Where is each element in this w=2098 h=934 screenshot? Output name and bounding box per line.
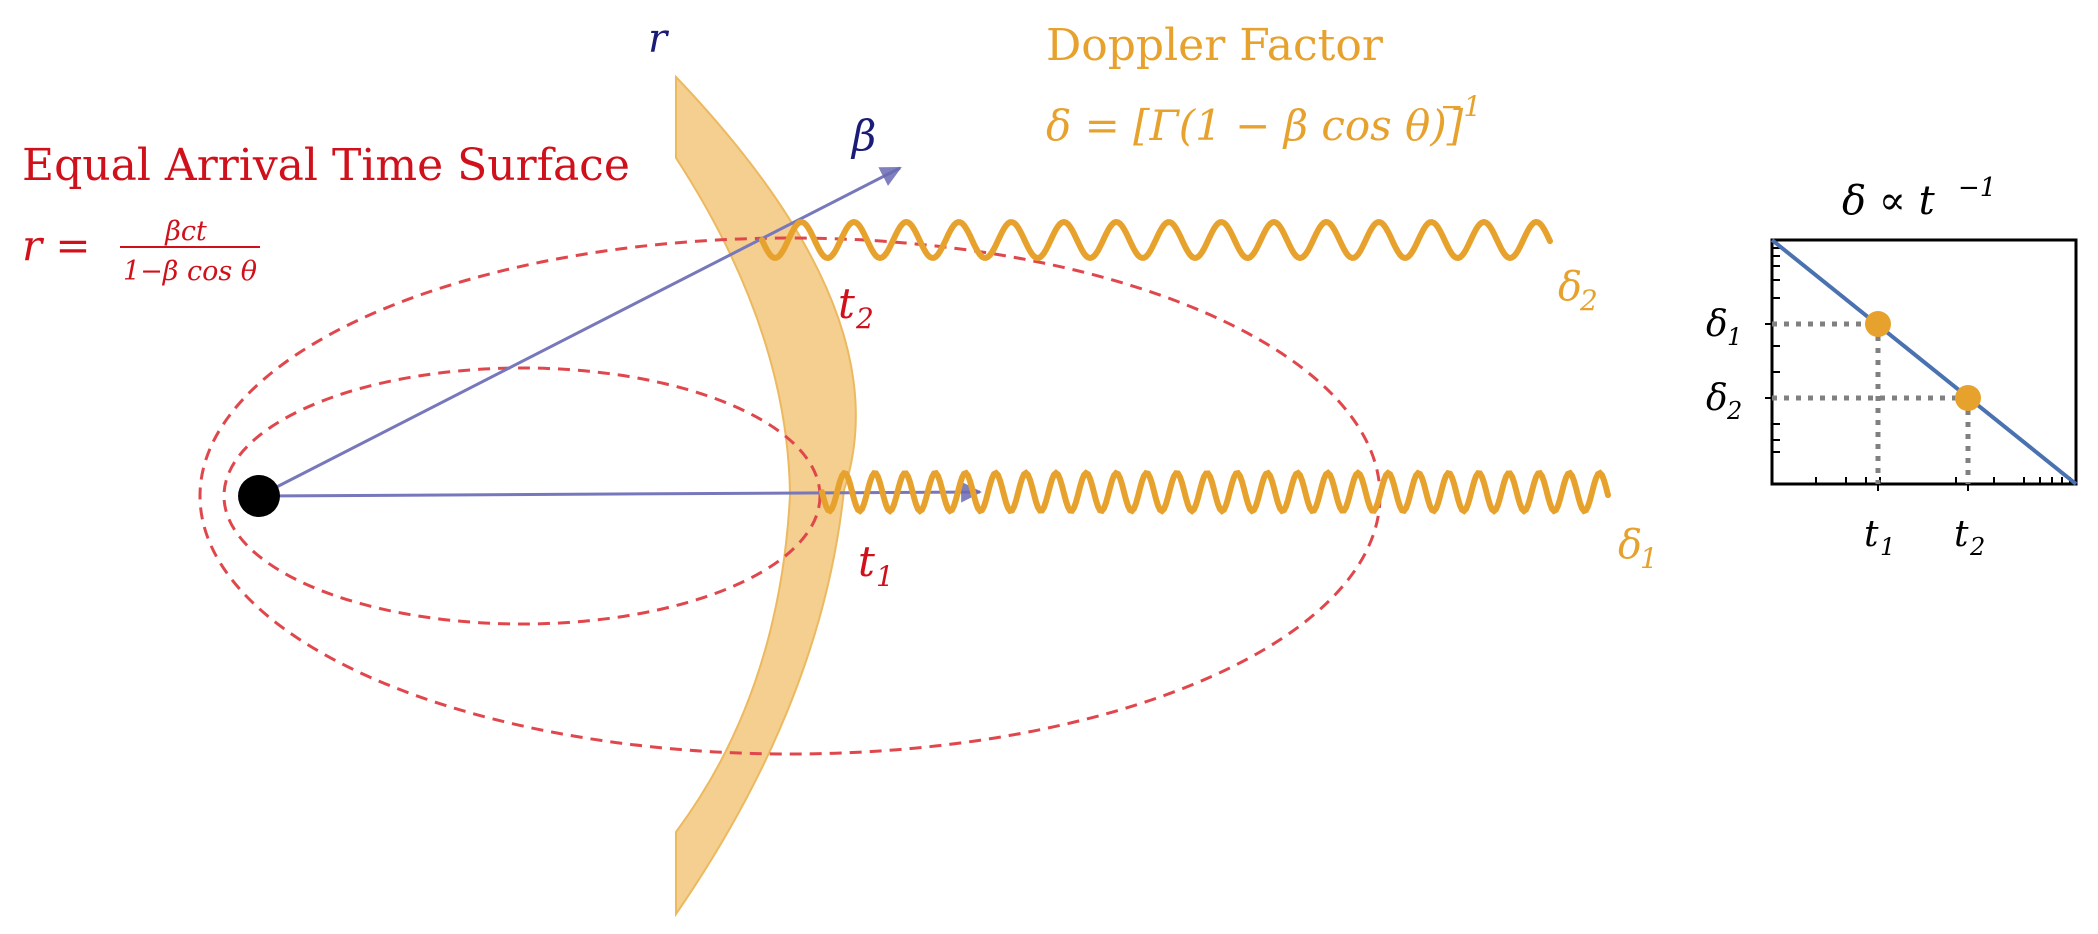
svg-text:1: 1 — [1640, 542, 1658, 575]
r-axis-label: r — [648, 16, 670, 62]
photon-wave-delta2 — [759, 218, 1553, 262]
photon-wave-delta1 — [819, 469, 1611, 515]
central-source — [238, 475, 280, 517]
svg-text:1−β cos θ: 1−β cos θ — [123, 256, 257, 287]
svg-text:1: 1 — [1727, 323, 1742, 351]
beta-label: β — [850, 111, 876, 160]
inset-y-minor-ticks — [1772, 247, 1780, 453]
inset-x-tick-t2: t 2 — [1954, 514, 1985, 561]
inset-chart: δ ∝ t −1 — [1706, 173, 2078, 561]
svg-text:δ: δ — [1706, 378, 1728, 419]
eats-title: Equal Arrival Time Surface — [22, 140, 630, 191]
svg-text:δ = [Γ(1 − β cos θ)]: δ = [Γ(1 − β cos θ)] — [1046, 101, 1464, 150]
inset-y-tick-delta2: δ 2 — [1706, 378, 1742, 425]
svg-text:1: 1 — [1880, 533, 1895, 561]
eats-equation: r = βct 1−β cos θ — [22, 216, 260, 287]
beta-arrow-axis — [258, 481, 983, 503]
delta1-label: δ 1 — [1618, 522, 1658, 575]
svg-text:t: t — [838, 279, 855, 328]
svg-text:δ ∝ t: δ ∝ t — [1842, 178, 1936, 224]
inset-y-tick-delta1: δ 1 — [1706, 304, 1742, 351]
inset-x-tick-t1: t 1 — [1864, 514, 1895, 561]
delta2-label: δ 2 — [1558, 264, 1598, 317]
inset-major-ticks — [1765, 323, 1969, 491]
beta-arrow-upper — [258, 166, 902, 498]
doppler-title: Doppler Factor — [1046, 20, 1384, 71]
svg-text:βct: βct — [164, 216, 207, 247]
t2-label: t 2 — [838, 279, 874, 335]
inset-power-law-line — [1770, 238, 2078, 486]
svg-text:2: 2 — [855, 302, 874, 335]
expanding-shell — [675, 74, 857, 918]
inset-marker-t1 — [1865, 311, 1891, 337]
svg-text:2: 2 — [1969, 533, 1985, 561]
inset-guide-lines — [1772, 321, 1971, 484]
svg-text:−1: −1 — [1440, 90, 1481, 123]
inset-marker-t2 — [1955, 385, 1981, 411]
svg-text:t: t — [1864, 514, 1879, 555]
svg-text:1: 1 — [876, 560, 894, 593]
svg-text:δ: δ — [1558, 264, 1582, 310]
svg-text:r =: r = — [22, 221, 91, 270]
t1-label: t 1 — [858, 537, 894, 593]
svg-text:2: 2 — [1579, 284, 1598, 317]
svg-text:−1: −1 — [1958, 173, 1996, 203]
doppler-equation: δ = [Γ(1 − β cos θ)] −1 — [1046, 90, 1481, 150]
svg-text:δ: δ — [1706, 304, 1728, 345]
svg-text:δ: δ — [1618, 522, 1642, 568]
svg-text:2: 2 — [1726, 397, 1742, 425]
svg-text:t: t — [1954, 514, 1969, 555]
inset-title: δ ∝ t −1 — [1842, 173, 1996, 224]
svg-text:t: t — [858, 537, 875, 586]
